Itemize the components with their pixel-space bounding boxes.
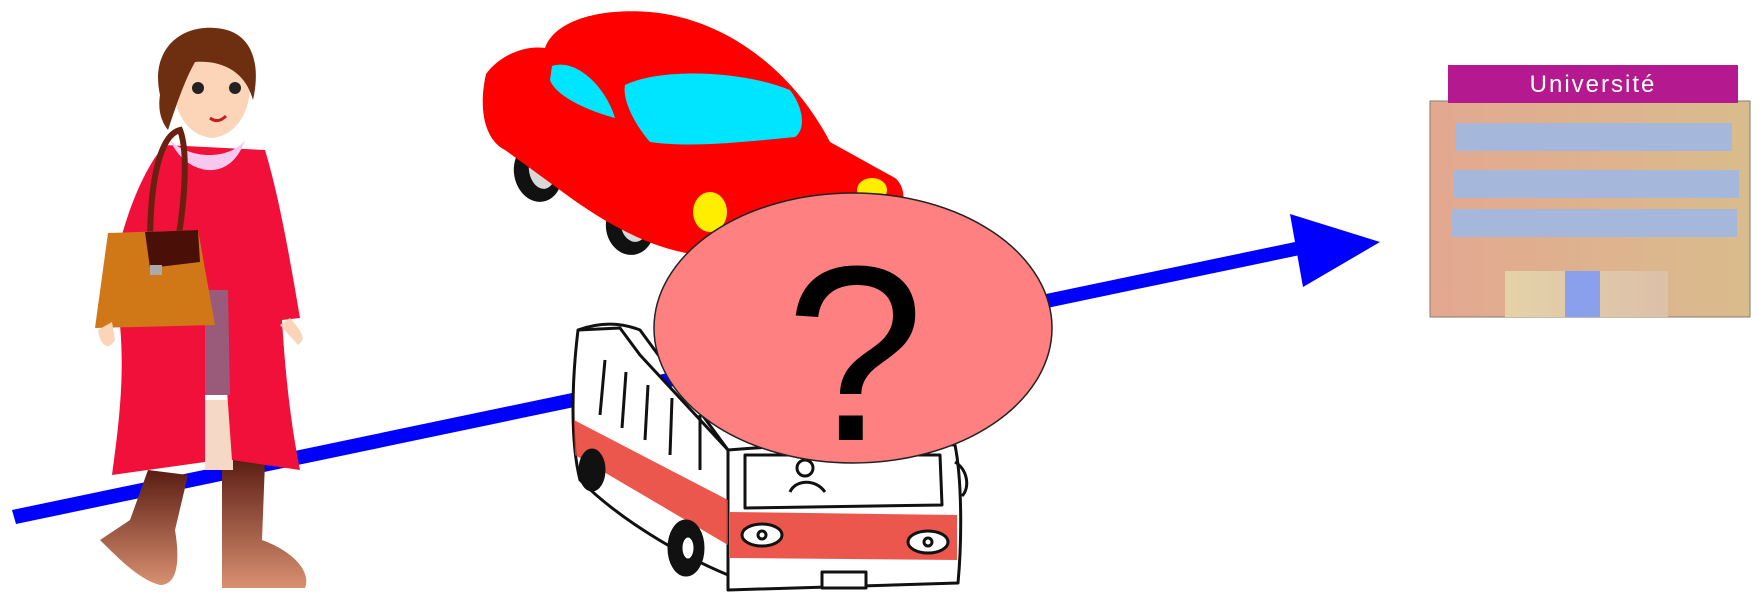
woman-eye xyxy=(192,82,204,94)
university-building: Université xyxy=(1430,65,1750,317)
woman-boot xyxy=(100,470,188,585)
bus-headlight xyxy=(908,531,948,553)
university-sign-label: Université xyxy=(1530,71,1657,98)
woman-boot xyxy=(222,458,306,588)
building-window-row xyxy=(1455,123,1732,151)
question-mark: ? xyxy=(785,214,924,493)
woman-bag-clasp xyxy=(150,265,162,275)
woman-walking xyxy=(95,28,306,588)
route-arrow-head xyxy=(1290,214,1380,287)
woman-eye xyxy=(229,82,241,94)
bus-wheel-rim xyxy=(681,536,695,560)
building-window-row xyxy=(1451,209,1737,237)
building-window-row xyxy=(1453,170,1739,198)
building-door xyxy=(1565,271,1600,317)
woman-hand xyxy=(280,318,303,345)
bus-headlight xyxy=(742,524,782,546)
woman-bag-flap xyxy=(145,230,200,268)
bus-wheel xyxy=(580,450,604,490)
bus-window-divider xyxy=(670,398,672,455)
bus-license-plate xyxy=(822,572,866,588)
